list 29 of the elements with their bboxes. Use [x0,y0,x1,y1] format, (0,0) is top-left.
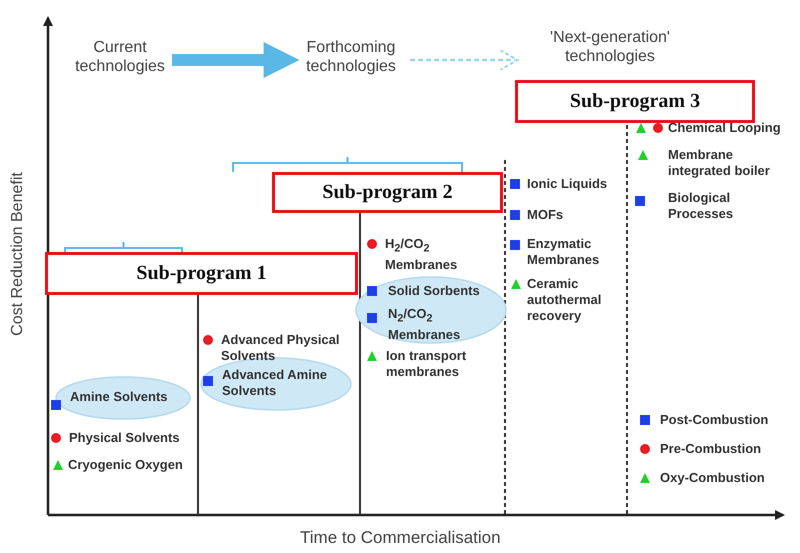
stage-heading: Forthcoming technologies [292,38,410,78]
technology-label: Amine Solvents [70,389,168,405]
technology-label: Ceramic autothermal recovery [527,276,602,324]
sub-program-box: Sub-program 3 [515,80,755,123]
axis-title: Time to Commercialisation [300,528,501,548]
technology-label: Biological Processes [668,190,734,222]
technology-label: Ionic Liquids [527,176,608,192]
technology-label: Advanced Physical Solvents [221,332,340,364]
technology-label: Physical Solvents [69,430,181,446]
technology-label: Ion transport membranes [386,348,468,380]
legend-label: Oxy-Combustion [660,470,765,486]
technology-label: Solid Sorbents [388,283,481,299]
technology-label: Advanced Amine Solvents [222,367,328,399]
technology-label: Chemical Looping [668,120,782,136]
axis-title: Cost Reduction Benefit [9,171,27,338]
technology-label: Enzymatic Membranes [527,236,600,268]
sub-program-box: Sub-program 1 [45,252,358,295]
sub-program-box: Sub-program 2 [272,172,503,213]
arrow [410,49,518,71]
technology-label: Cryogenic Oxygen [68,457,184,473]
technology-label: Membrane integrated boiler [668,147,771,179]
stage-heading: Current technologies [68,38,172,78]
legend-label: Post-Combustion [660,412,768,428]
legend-label: Pre-Combustion [660,441,762,457]
arrow [172,42,300,78]
stage-heading: 'Next-generation' technologies [515,28,705,68]
technology-label: MOFs [527,207,564,223]
technology-label: N$_{2}$/CO$_{2}$ Membranes [388,306,462,343]
technology-label: H$_{2}$/CO$_{2}$ Membranes [385,236,458,273]
